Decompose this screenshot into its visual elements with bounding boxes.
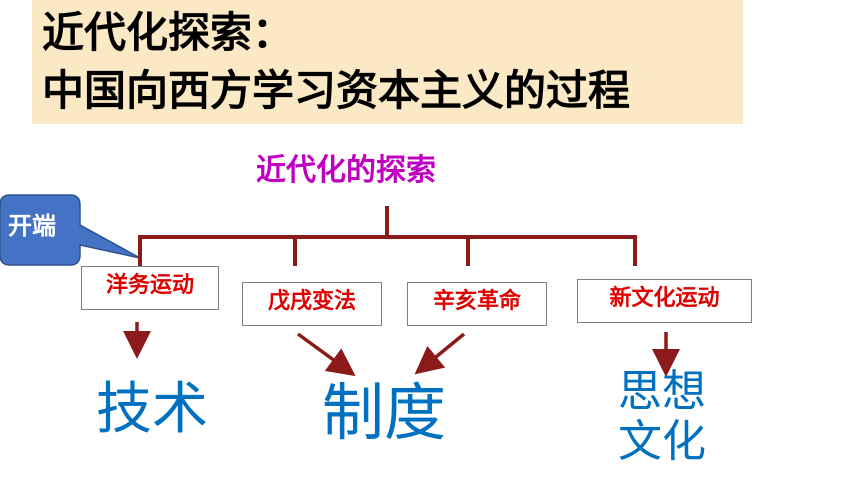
node-westernization-movement: 洋务运动 bbox=[81, 266, 219, 310]
callout-bubble bbox=[0, 194, 141, 266]
outcome-technology: 技术 bbox=[96, 377, 208, 442]
outcome-thought: 思想 bbox=[618, 366, 706, 417]
outcome-culture: 文化 bbox=[618, 416, 706, 467]
arrow-revolution-to-institution bbox=[414, 332, 466, 375]
arrow-reform-to-institution bbox=[296, 332, 356, 377]
outcome-institution: 制度 bbox=[322, 376, 447, 449]
node-new-culture-movement: 新文化运动 bbox=[577, 279, 752, 323]
title-line-1: 近代化探索： bbox=[42, 8, 295, 57]
root-label: 近代化的探索 bbox=[256, 153, 436, 188]
callout-label: 开端 bbox=[8, 212, 56, 240]
title-banner bbox=[32, 0, 743, 124]
node-xinhai-revolution: 辛亥革命 bbox=[407, 282, 547, 326]
node-reform-movement: 戊戌变法 bbox=[242, 282, 382, 326]
title-line-2: 中国向西方学习资本主义的过程 bbox=[42, 66, 631, 115]
